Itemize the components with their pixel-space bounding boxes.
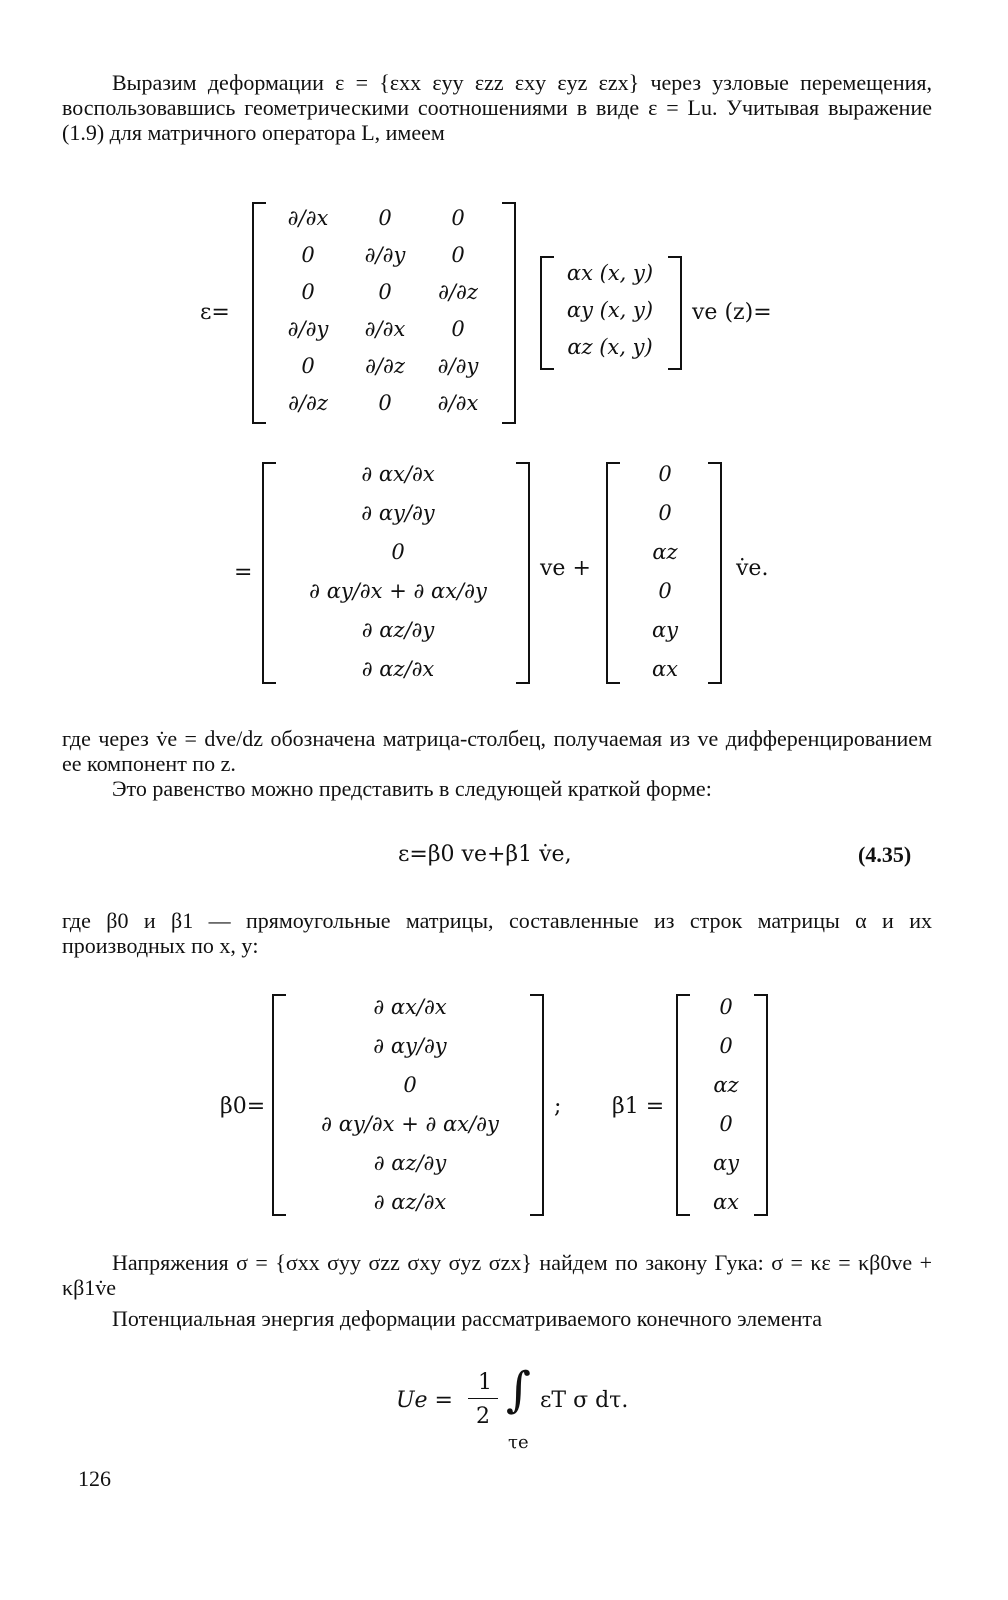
paragraph-beta-definition: где β0 и β1 — прямоугольные матрицы, сос… xyxy=(62,908,932,958)
energy-numerator: 1 xyxy=(478,1370,492,1395)
eq2-left-bracket xyxy=(262,462,276,684)
paragraph-vdot-definition: где через v̇e = dve/dz обозначена матриц… xyxy=(62,726,932,776)
eq1-alpha-right-bracket xyxy=(668,256,682,370)
paragraph-short-form: Это равенство можно представить в следую… xyxy=(112,776,712,801)
paragraph-intro: Выразим деформации ε = {εxx εyy εzz εxy … xyxy=(62,70,932,145)
beta0-left-bracket xyxy=(272,994,286,1216)
eq2-right-bracket-b xyxy=(708,462,722,684)
eq1-left-bracket xyxy=(252,202,266,424)
energy-lhs: Ue = xyxy=(396,1388,453,1413)
eq2-left-bracket-b xyxy=(606,462,620,684)
energy-integrand: εT σ dτ. xyxy=(540,1388,629,1413)
eq1-tail: ve (z)= xyxy=(692,300,772,325)
eq1-alpha-column: αx (x, y)αy (x, y)αz (x, y) xyxy=(566,261,654,359)
beta-separator: ; xyxy=(554,1094,562,1119)
eq1-right-bracket xyxy=(502,202,516,424)
energy-denominator: 2 xyxy=(476,1404,490,1429)
beta1-left-bracket xyxy=(676,994,690,1216)
energy-domain: τe xyxy=(508,1432,529,1453)
equation-4-35: ε=β0 ve+β1 v̇e, xyxy=(398,842,572,867)
beta1-label: β1 = xyxy=(612,1094,665,1119)
beta0-right-bracket xyxy=(530,994,544,1216)
eq2-tail: v̇e. xyxy=(736,556,769,581)
energy-fraction-bar xyxy=(468,1398,498,1399)
page-number: 126 xyxy=(78,1466,111,1491)
paragraph-hooke-law: Напряжения σ = {σxx σyy σzz σxy σyz σzx}… xyxy=(62,1250,932,1300)
eq1-alpha-left-bracket xyxy=(540,256,554,370)
eq2-right-bracket xyxy=(516,462,530,684)
equation-number-4-35: (4.35) xyxy=(858,842,912,867)
beta0-label: β0= xyxy=(220,1094,266,1119)
energy-integral-sign: ∫ xyxy=(506,1362,532,1418)
beta1-right-bracket xyxy=(754,994,768,1216)
eq1-lhs: ε= xyxy=(200,300,230,325)
paragraph-potential-energy: Потенциальная энергия деформации рассмат… xyxy=(112,1306,823,1331)
eq2-lhs: = xyxy=(234,560,253,585)
eq2-mid: ve + xyxy=(540,556,591,581)
